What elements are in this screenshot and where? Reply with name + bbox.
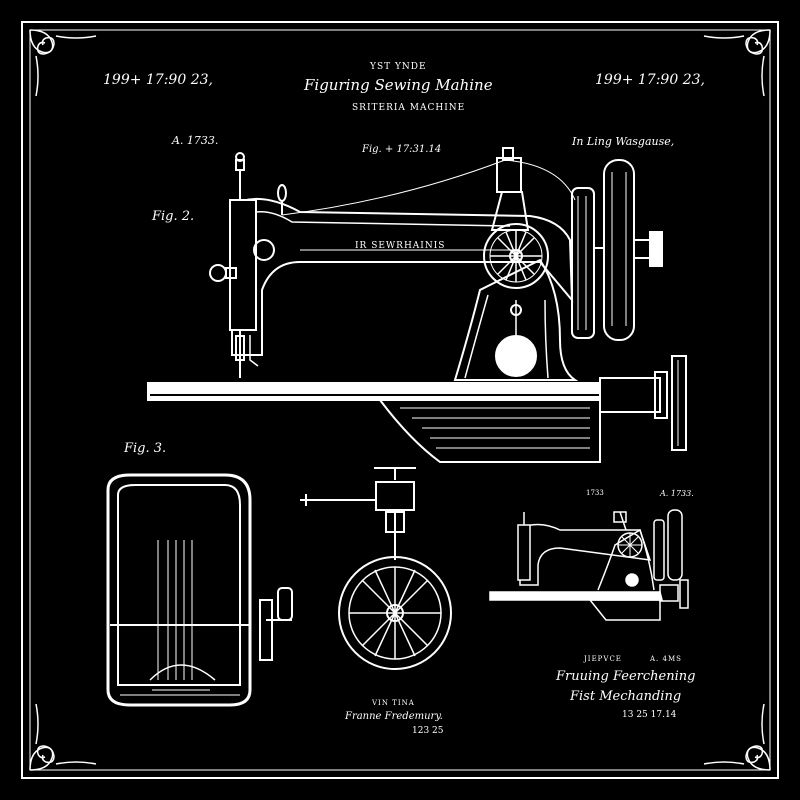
- right-script-line2: Fist Mechanding: [570, 689, 682, 704]
- right-small-left: JIEPVCE: [584, 655, 622, 663]
- bottom-center-small: VIN TINA: [372, 699, 415, 707]
- right-number: 13 25 17.14: [622, 710, 677, 720]
- spoked-wheel-icon: [483, 223, 549, 289]
- right-script-line1: Fruuing Feerchening: [556, 669, 696, 684]
- header-top-label: YST YNDE: [370, 62, 427, 72]
- main-fig-label-side: Fig. 2.: [152, 209, 195, 224]
- corner-flourish-icon: [29, 29, 97, 97]
- arm-text: IR SEWRHAINIS: [355, 241, 446, 251]
- corner-flourish-icon: [703, 29, 771, 97]
- bottom-center-number: 123 25: [412, 726, 444, 736]
- header-date-right: 199+ 17:90 23,: [595, 72, 705, 88]
- bottom-center-script: Franne Fredemury.: [345, 711, 443, 722]
- fig3-label: Fig. 3.: [124, 441, 167, 456]
- right-small-right: A. 4MS: [650, 655, 682, 663]
- header-title: Figuring Sewing Mahine: [304, 76, 493, 94]
- main-fig-label-top: Fig. + 17:31.14: [362, 144, 442, 155]
- right-top-right-label: A. 1733.: [660, 489, 694, 498]
- corner-flourish-icon: [703, 703, 771, 771]
- spoked-wheel-icon: [338, 556, 452, 670]
- main-inventor: In Ling Wasgause,: [572, 135, 675, 148]
- corner-flourish-icon: [29, 703, 97, 771]
- main-ref-number: A. 1733.: [172, 134, 219, 147]
- right-top-left-label: 1733: [586, 489, 604, 497]
- header-date-left: 199+ 17:90 23,: [103, 72, 213, 88]
- header-subtitle: SRITERIA MACHINE: [352, 103, 466, 113]
- handwheel-icon: [571, 159, 663, 341]
